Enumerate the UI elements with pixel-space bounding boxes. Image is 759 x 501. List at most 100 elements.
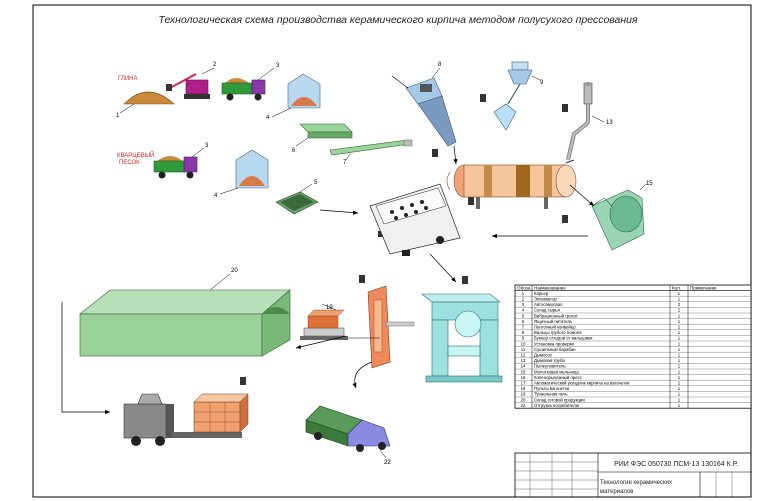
callout-4b: 4 xyxy=(214,193,218,199)
table-cell-qty: 1 xyxy=(678,381,681,386)
table-cell-num: 12 xyxy=(521,353,526,358)
position-marker xyxy=(432,149,438,157)
callout-3b: 3 xyxy=(205,143,209,149)
table-cell-name: Бункер отходов от вальцовки xyxy=(534,336,593,341)
table-cell-name: Пылеуловитель xyxy=(534,364,566,369)
clay-label: ГЛИНА xyxy=(118,76,138,82)
table-header-cell: Кол. xyxy=(672,285,681,290)
callout-22: 22 xyxy=(384,460,391,466)
brick-pallet xyxy=(193,393,249,433)
table-cell-qty: 1 xyxy=(678,386,681,391)
table-cell-num: 1 xyxy=(522,291,525,296)
table-cell-qty: 1 xyxy=(678,347,681,352)
table-cell-qty: 1 xyxy=(678,297,681,302)
table-cell-name: Ящичный питатель xyxy=(534,319,573,324)
box-feeder xyxy=(295,123,353,147)
table-cell-num: 8 xyxy=(522,330,525,335)
callout-3a: 3 xyxy=(276,63,280,69)
callout-19: 19 xyxy=(326,305,333,311)
table-cell-qty: 1 xyxy=(678,291,681,296)
table-cell-qty: 1 xyxy=(678,358,681,363)
table-cell-num: 5 xyxy=(522,313,525,318)
table-cell-num: 16 xyxy=(521,375,526,380)
table-cell-name: Карьер xyxy=(534,291,549,296)
table-cell-qty: 1 xyxy=(678,397,681,402)
raw-storage-clay xyxy=(271,73,321,118)
callout-4a: 4 xyxy=(266,115,270,121)
flow-arrow-car-to-kiln xyxy=(295,335,347,349)
table-cell-qty: 1 xyxy=(678,369,681,374)
callout-6: 6 xyxy=(292,148,296,154)
position-marker xyxy=(462,276,468,284)
drawing-frame xyxy=(32,4,752,498)
callout-1: 1 xyxy=(116,113,120,119)
raw-storage-sand xyxy=(219,149,269,195)
twin-shaft-mixer xyxy=(369,183,461,256)
callout-9: 9 xyxy=(540,80,544,86)
table-header-cell: Примечание xyxy=(690,285,717,290)
stamp-line2: материалов xyxy=(600,489,633,495)
callout-2: 2 xyxy=(213,62,217,68)
position-marker xyxy=(480,94,486,102)
hammer-mill xyxy=(591,183,647,251)
callout-20: 20 xyxy=(231,268,238,274)
kiln-car xyxy=(300,303,348,340)
callout-15: 15 xyxy=(646,181,653,187)
table-cell-qty: 1 xyxy=(678,375,681,380)
table-cell-name: Склад готовой продукции xyxy=(534,397,585,402)
table-cell-qty: 1 xyxy=(678,325,681,330)
table-cell-name: Туннельная печь xyxy=(534,392,568,397)
position-marker xyxy=(562,104,568,112)
table-cell-num: 20 xyxy=(521,397,526,402)
table-cell-num: 13 xyxy=(521,358,526,363)
table-cell-name: Отгрузка потребителю xyxy=(534,403,580,408)
table-cell-name: Вальцы грубого помола xyxy=(534,330,582,335)
table-cell-num: 18 xyxy=(521,386,526,391)
position-marker xyxy=(359,275,365,283)
table-cell-qty: 1 xyxy=(678,330,681,335)
table-cell-name: Автоматический укладчик кирпича на вагон… xyxy=(534,381,630,386)
table-cell-num: 6 xyxy=(522,319,525,324)
title-block xyxy=(514,452,752,498)
coarse-grinding-rollers xyxy=(405,67,457,147)
table-cell-num: 19 xyxy=(521,392,526,397)
drying-drum xyxy=(446,159,577,209)
stamp-line1: Технология керамических xyxy=(600,480,672,486)
table-cell-num: 3 xyxy=(522,302,525,307)
table-cell-qty: 2 xyxy=(678,308,681,313)
table-cell-name: Установка проверки xyxy=(534,341,575,346)
table-cell-num: 22 xyxy=(521,403,526,408)
flow-arrow-kiln-to-storage xyxy=(61,302,110,415)
callout-7: 7 xyxy=(343,160,347,166)
table-cell-qty: 1 xyxy=(678,392,681,397)
table-cell-name: Дымосос xyxy=(534,353,553,358)
dump-truck-sand xyxy=(153,147,205,179)
belt-conveyor xyxy=(329,139,413,161)
position-marker xyxy=(562,215,568,223)
stamp-code: РИИ ФЭС 050730 ПСМ-13 130164 К.Р. xyxy=(614,461,738,468)
dump-truck-clay xyxy=(221,67,275,101)
quarry-mound xyxy=(123,91,175,105)
table-cell-qty: 1 xyxy=(678,353,681,358)
table-cell-num: 11 xyxy=(521,347,526,352)
forklift xyxy=(123,393,242,446)
table-cell-qty: 1 xyxy=(678,403,681,408)
table-cell-qty: 2 xyxy=(678,302,681,307)
brick-press xyxy=(421,293,503,383)
chimney-smokestack xyxy=(566,82,605,161)
table-cell-name: Вибрационный грохот xyxy=(534,313,578,318)
table-cell-name: Сушильный барабан xyxy=(534,347,576,352)
table-cell-name: Ленточный конвейер xyxy=(534,325,576,330)
table-cell-num: 17 xyxy=(521,381,526,386)
position-marker xyxy=(468,197,474,205)
table-cell-name: Склад сырья xyxy=(534,308,560,313)
sand-label-2: ПЕСОК xyxy=(119,160,140,166)
table-cell-qty: 1 xyxy=(678,336,681,341)
vibrating-screen xyxy=(275,183,319,215)
callout-8: 8 xyxy=(438,62,442,68)
table-cell-num: 7 xyxy=(522,325,525,330)
sand-label-1: КВАРЦЕВЫЙ xyxy=(117,151,154,159)
flow-arrow-to-dryer xyxy=(453,145,458,165)
